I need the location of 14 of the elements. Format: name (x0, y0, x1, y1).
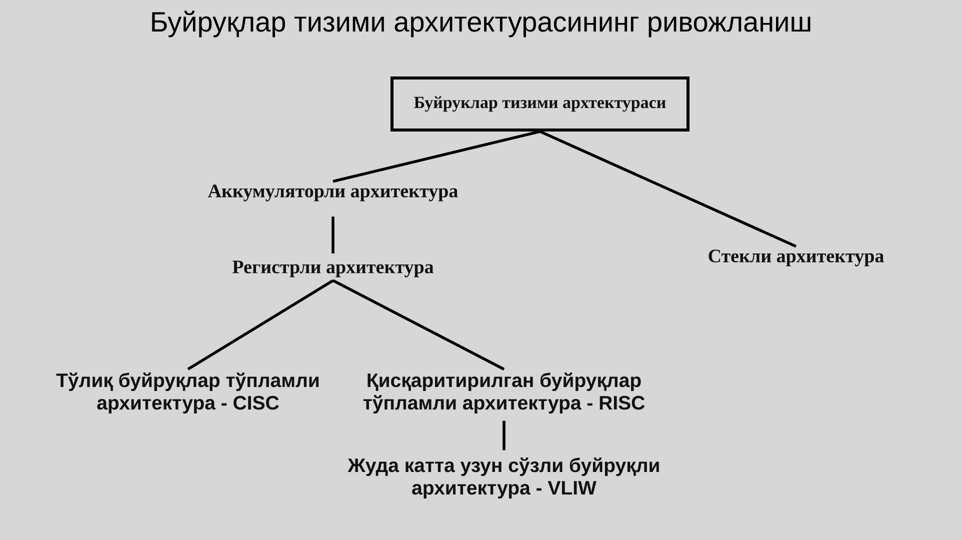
connector-line (332, 130, 540, 183)
node-label: Қисқаритирилган буйруқлар тўпламли архитектура - RISC (363, 372, 645, 414)
connector-line (332, 216, 334, 254)
node-label: Жуда катта узун сўзли буйруқли архитектура - VLIW (348, 457, 659, 499)
connector-line (539, 130, 797, 248)
node-label: Тўлиқ буйруқлар тўпламли архитектура - CISC (56, 372, 319, 414)
root-box: Буйруклар тизими архтектураси (390, 76, 690, 132)
connector-line (502, 420, 506, 450)
connector-line (187, 279, 334, 370)
node-label: Регистрли архитектура (232, 260, 434, 278)
node-label: Стекли архитектура (708, 250, 884, 266)
title: Буйруқлар тизими архитектурасининг ривожланиш (152, 10, 810, 38)
node-label: Аккумуляторли архитектура (208, 184, 458, 202)
connector-line (332, 279, 505, 370)
